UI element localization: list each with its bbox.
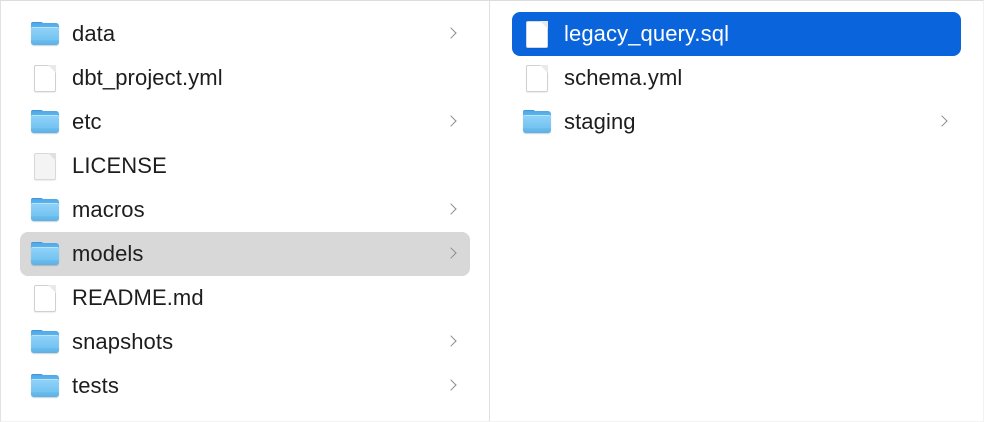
file-row[interactable]: schema.yml <box>512 56 961 100</box>
file-row[interactable]: README.md <box>20 276 470 320</box>
folder-icon <box>522 107 552 137</box>
folder-row[interactable]: macros <box>20 188 470 232</box>
file-row[interactable]: legacy_query.sql <box>512 12 961 56</box>
folder-lip <box>31 40 59 45</box>
chevron-right-icon[interactable] <box>446 245 458 263</box>
item-label: LICENSE <box>72 153 167 178</box>
chevron-right-icon[interactable] <box>446 113 458 131</box>
folder-lip <box>31 392 59 397</box>
folder-row[interactable]: models <box>20 232 470 276</box>
item-label: macros <box>72 197 145 222</box>
chevron-right-icon[interactable] <box>446 25 458 43</box>
document-icon <box>30 283 60 313</box>
document-page <box>526 21 548 48</box>
document-page <box>34 153 56 180</box>
folder-row[interactable]: etc <box>20 100 470 144</box>
item-label: staging <box>564 109 636 134</box>
file-row[interactable]: dbt_project.yml <box>20 56 470 100</box>
document-page <box>34 65 56 92</box>
file-row[interactable]: LICENSE <box>20 144 470 188</box>
document-fold-corner <box>48 285 56 293</box>
document-fold-corner <box>48 65 56 73</box>
item-label: etc <box>72 109 102 134</box>
folder-icon <box>30 239 60 269</box>
item-label: tests <box>72 373 119 398</box>
document-fold-corner <box>48 153 56 161</box>
folder-row[interactable]: staging <box>512 100 961 144</box>
folder-row[interactable]: tests <box>20 364 470 408</box>
folder-lip <box>523 128 551 133</box>
chevron-right-icon[interactable] <box>446 333 458 351</box>
folder-lip <box>31 216 59 221</box>
item-label: data <box>72 21 116 46</box>
document-icon <box>30 63 60 93</box>
chevron-right-icon[interactable] <box>937 113 949 131</box>
folder-lip <box>31 128 59 133</box>
item-label: legacy_query.sql <box>564 21 730 46</box>
document-page <box>34 285 56 312</box>
chevron-right-icon[interactable] <box>446 201 458 219</box>
document-fold-corner <box>540 65 548 73</box>
document-icon <box>30 151 60 181</box>
folder-icon <box>30 371 60 401</box>
folder-lip <box>31 260 59 265</box>
document-icon <box>522 63 552 93</box>
document-page <box>526 65 548 92</box>
folder-row[interactable]: snapshots <box>20 320 470 364</box>
folder-icon <box>30 195 60 225</box>
folder-icon <box>30 327 60 357</box>
folder-row[interactable]: data <box>20 12 470 56</box>
folder-icon <box>30 19 60 49</box>
item-label: snapshots <box>72 329 174 354</box>
item-label: README.md <box>72 285 204 310</box>
document-icon <box>522 19 552 49</box>
chevron-right-icon[interactable] <box>446 377 458 395</box>
document-fold-corner <box>540 21 548 29</box>
file-browser-column-1: legacy_query.sql schema.yml staging <box>490 1 983 421</box>
item-label: dbt_project.yml <box>72 65 223 90</box>
folder-lip <box>31 348 59 353</box>
item-label: schema.yml <box>564 65 683 90</box>
item-label: models <box>72 241 144 266</box>
folder-icon <box>30 107 60 137</box>
